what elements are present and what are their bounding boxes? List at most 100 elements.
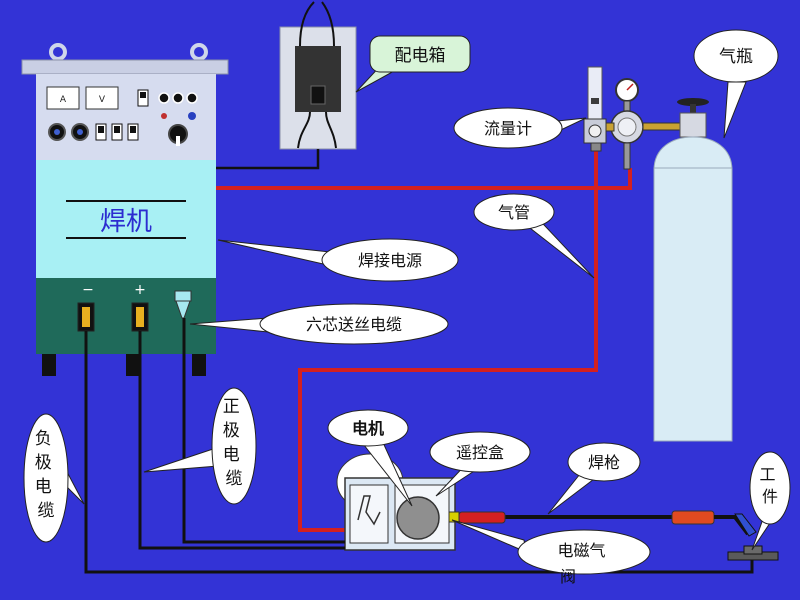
flowmeter-float [591, 98, 599, 104]
minus-mark: − [82, 282, 94, 298]
negative-cable [84, 331, 754, 574]
distribution-wire-1 [299, 1, 315, 47]
indicator-3 [186, 92, 198, 104]
cylinder-shoulder [653, 136, 733, 171]
regulator-connector [605, 122, 615, 132]
callout-workpiece-text: 工 件 [759, 465, 780, 506]
callout-remote-box: 遥控盒 [429, 431, 531, 497]
callout-distribution-box-text: 配电箱 [395, 46, 446, 66]
positive-terminal-core [136, 307, 144, 327]
callout-gas-hose-bubble [473, 193, 555, 231]
wire-feeder-window-left [349, 484, 389, 544]
positive-cable [138, 331, 345, 550]
distribution-box [279, 1, 357, 150]
callout-negative-cable: 负 极 电 缆 [23, 413, 85, 543]
negative-terminal-core [82, 307, 90, 327]
callout-gas-hose: 气管 [473, 193, 595, 279]
negative-cable-char-1: 负 [35, 429, 52, 449]
callout-flowmeter-text: 流量计 [484, 119, 532, 138]
main-dial-pointer [176, 136, 180, 146]
callout-welding-power-source-bubble [321, 238, 459, 282]
callout-welding-power-source-text: 焊接电源 [358, 251, 422, 270]
welder-panel-label: 焊机 [100, 207, 152, 237]
callout-gas-cylinder-bubble [693, 29, 779, 83]
lifting-ring-left [49, 43, 67, 61]
positive-cable-char-3: 电 [223, 445, 240, 465]
callout-remote-box-bubble [429, 431, 531, 473]
switch-b-lever [114, 126, 120, 133]
ammeter-mark: A [60, 95, 67, 105]
plus-mark: + [134, 282, 146, 298]
callout-six-core-cable-text: 六芯送丝电缆 [306, 315, 402, 334]
negative-cable-char-4: 缆 [38, 501, 55, 521]
positive-cable-char-1: 正 [223, 397, 240, 417]
callout-workpiece: 工 件 [749, 451, 791, 551]
machine-foot-left [42, 354, 56, 376]
lifting-ring-right [190, 43, 208, 61]
welding-torch [458, 510, 757, 537]
machine-lid [21, 59, 229, 75]
regulator-outlet [623, 142, 631, 170]
distribution-wire-2 [321, 1, 335, 47]
knob-2-center [77, 129, 83, 135]
regulator-gauge-needle [626, 83, 634, 91]
callout-solenoid-valve: 电磁气 阀 [451, 519, 651, 586]
machine-foot-mid [126, 354, 140, 376]
regulator-to-cylinder [642, 122, 682, 131]
indicator-2 [172, 92, 184, 104]
switch-c-lever [130, 126, 136, 133]
machine-mid-panel [36, 160, 216, 278]
indicator-blue [188, 112, 196, 120]
cylinder-valve-handle [677, 98, 709, 106]
callout-remote-box-text: 遥控盒 [456, 443, 504, 462]
voltmeter [85, 86, 119, 110]
callout-solenoid-valve-text: 电磁气 阀 [557, 541, 610, 586]
flowmeter-assembly [583, 66, 682, 170]
gas-hose [298, 148, 598, 532]
distribution-wire-4 [325, 111, 337, 149]
workpiece-char-2: 件 [762, 487, 778, 506]
mains-power-cable [216, 149, 320, 170]
callout-flowmeter: 流量计 [453, 107, 587, 149]
six-core-cable [182, 318, 345, 544]
positive-cable-char-2: 极 [223, 421, 240, 441]
machine-bottom-panel [36, 278, 216, 354]
ammeter [46, 86, 80, 110]
callout-welding-torch-text: 焊枪 [588, 453, 620, 472]
solenoid-valve-line-2: 阀 [560, 567, 576, 586]
callout-six-core-cable-bubble [259, 303, 449, 345]
indicator-1 [158, 92, 170, 104]
flowmeter-outlet [590, 142, 602, 152]
torch-nozzle [734, 513, 757, 537]
distribution-wire-3 [297, 111, 311, 149]
regulator-body-inner [617, 117, 637, 137]
negative-cable-char-2: 极 [35, 453, 52, 473]
motor-disc [396, 496, 440, 540]
torch-handle [671, 510, 715, 525]
callout-gas-hose-text: 气管 [498, 203, 530, 222]
callout-gas-cylinder-text: 气瓶 [719, 47, 753, 67]
gas-line-main [216, 168, 632, 190]
voltmeter-mark: V [99, 95, 106, 105]
wire-feeder-mark [357, 495, 381, 526]
callout-distribution-box: 配电箱 [355, 35, 471, 93]
cylinder-body [653, 167, 733, 442]
indicator-red [161, 113, 167, 119]
flowmeter-tube [587, 66, 603, 120]
knob-1-center [54, 129, 60, 135]
machine-foot-right [192, 354, 206, 376]
workpiece-char-1: 工 [759, 465, 775, 484]
flowmeter-valve [588, 124, 602, 138]
wire-feeder [336, 453, 460, 551]
six-core-socket [174, 290, 192, 302]
callout-welding-torch-bubble [567, 442, 641, 482]
callout-welding-power-source: 焊接电源 [217, 238, 459, 282]
callout-motor: 电机 [327, 409, 413, 507]
callout-six-core-cable: 六芯送丝电缆 [189, 303, 449, 345]
distribution-box-breaker [310, 85, 326, 105]
negative-cable-char-3: 电 [35, 477, 52, 497]
callout-negative-cable-bubble [23, 413, 69, 543]
toggle-switch-1-lever [140, 92, 146, 98]
